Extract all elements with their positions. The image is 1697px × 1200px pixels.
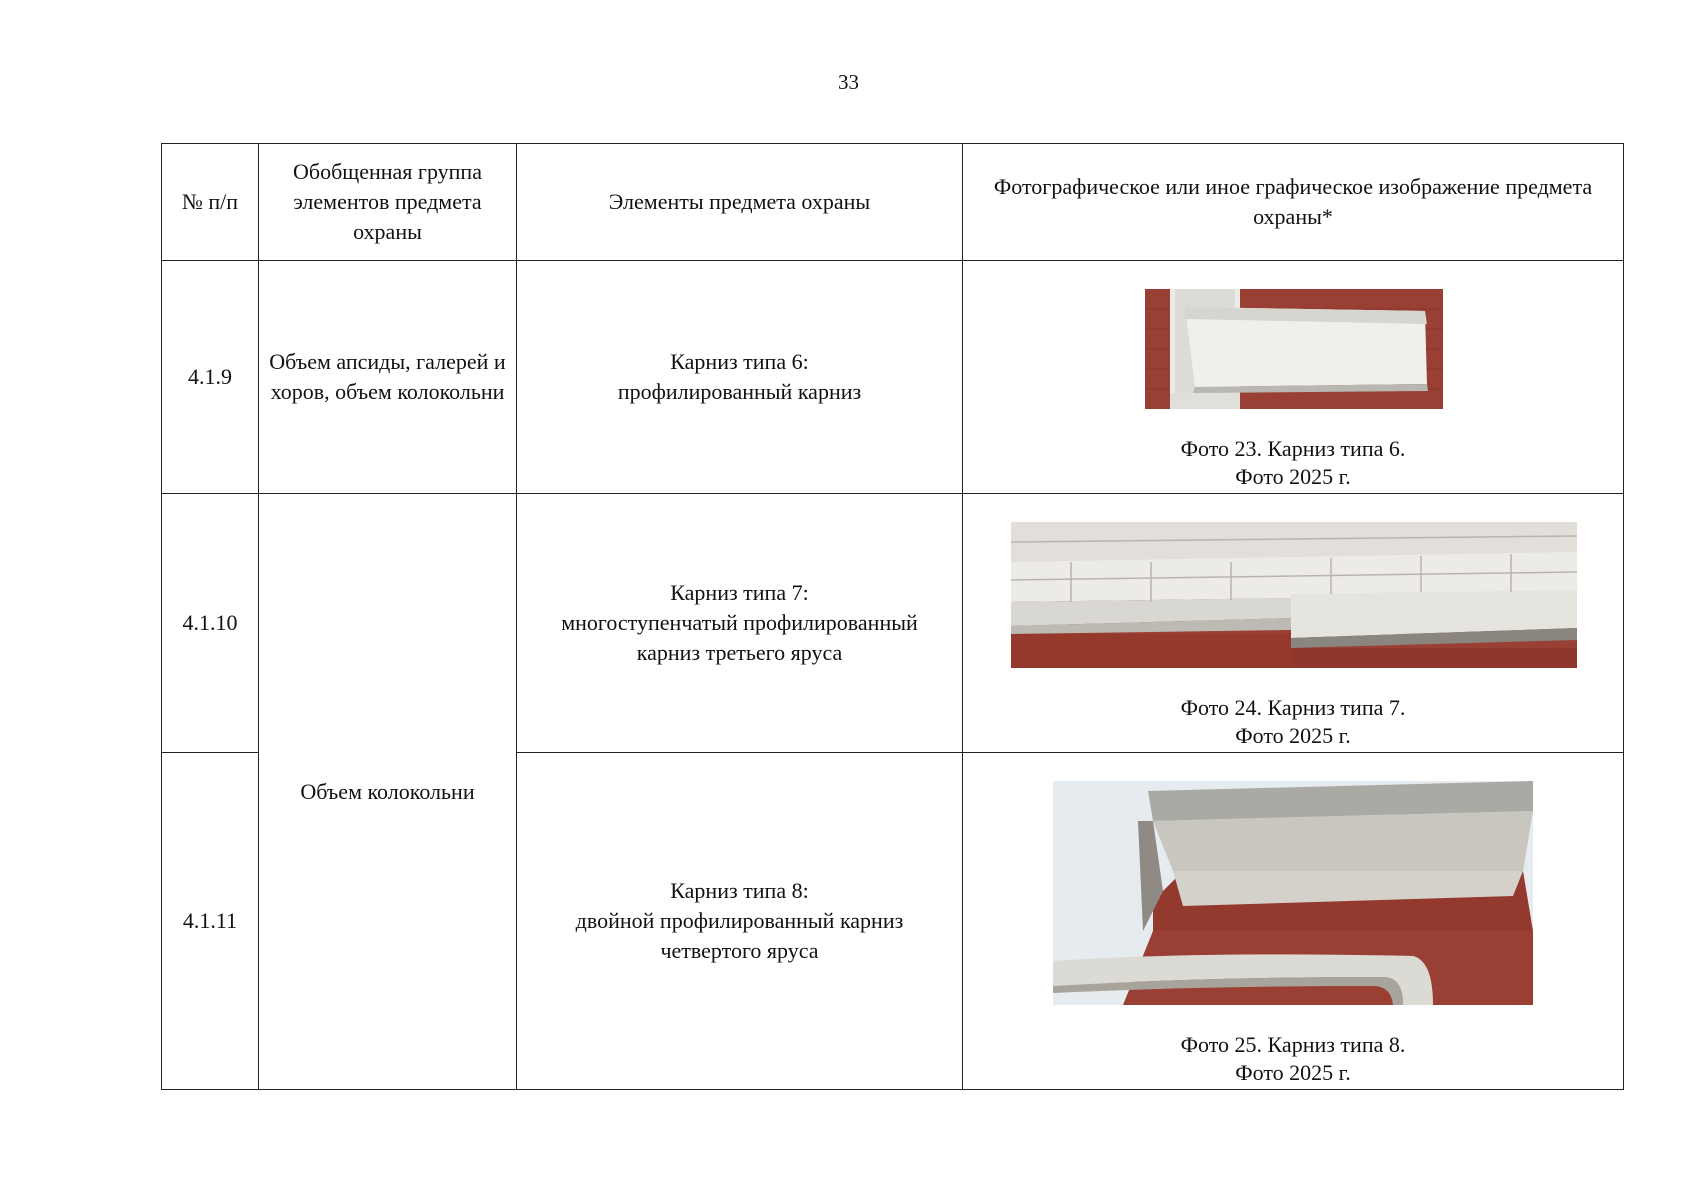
table-row: 4.1.10 Объем колокольни Карниз типа 7: м…: [161, 493, 1624, 1090]
row-element: Карниз типа 7: многоступенчатый профилир…: [516, 493, 963, 753]
row-num: 4.1.11: [161, 752, 259, 1090]
table-header-row: № п/п Обобщенная группа элементов предме…: [161, 143, 1624, 261]
row-group: Объем колокольни: [258, 493, 517, 1090]
row-element: Карниз типа 8: двойной профилированный к…: [516, 752, 963, 1090]
caption-line2: Фото 2025 г.: [1235, 723, 1351, 748]
photo-cornice-type-6: [1145, 289, 1443, 409]
element-title: Карниз типа 7:: [670, 580, 809, 606]
element-desc: многоступенчатый профилированный карниз …: [561, 610, 918, 665]
photo-cell: Фото 23. Карниз типа 6. Фото 2025 г.: [962, 260, 1624, 494]
header-group: Обобщенная группа элементов предмета охр…: [258, 143, 517, 261]
caption-line2: Фото 2025 г.: [1235, 1060, 1351, 1085]
caption-line1: Фото 23. Карниз типа 6.: [1180, 436, 1406, 461]
element-desc: двойной профилированный карниз четвертог…: [575, 908, 904, 963]
photo-caption: Фото 23. Карниз типа 6. Фото 2025 г.: [963, 435, 1623, 491]
row-group: Объем апсиды, галерей и хоров, объем кол…: [258, 260, 517, 494]
protection-elements-table: № п/п Обобщенная группа элементов предме…: [161, 143, 1624, 1090]
element-title: Карниз типа 8:: [670, 878, 809, 904]
element-desc: профилированный карниз: [617, 379, 862, 404]
caption-line1: Фото 25. Карниз типа 8.: [1180, 1032, 1406, 1057]
table-row: 4.1.9 Объем апсиды, галерей и хоров, объ…: [161, 260, 1624, 494]
photo-cell: Фото 24. Карниз типа 7. Фото 2025 г.: [962, 493, 1624, 753]
row-element: Карниз типа 6: профилированный карниз: [516, 260, 963, 494]
photo-cornice-type-7: [1011, 522, 1577, 668]
header-elements: Элементы предмета охраны: [516, 143, 963, 261]
header-image: Фотографическое или иное графическое изо…: [962, 143, 1624, 261]
photo-cell: Фото 25. Карниз типа 8. Фото 2025 г.: [962, 752, 1624, 1090]
table-row: 4.1.11 Карниз типа 8: двойной профилиров…: [161, 752, 1624, 1090]
photo-caption: Фото 25. Карниз типа 8. Фото 2025 г.: [963, 1031, 1623, 1087]
header-num: № п/п: [161, 143, 259, 261]
page-number: 33: [838, 70, 859, 94]
row-num: 4.1.10: [161, 493, 259, 753]
caption-line1: Фото 24. Карниз типа 7.: [1180, 695, 1406, 720]
photo-caption: Фото 24. Карниз типа 7. Фото 2025 г.: [963, 694, 1623, 750]
row-num: 4.1.9: [161, 260, 259, 494]
caption-line2: Фото 2025 г.: [1235, 464, 1351, 489]
photo-cornice-type-8: [1053, 781, 1533, 1005]
element-title: Карниз типа 6:: [670, 349, 809, 375]
